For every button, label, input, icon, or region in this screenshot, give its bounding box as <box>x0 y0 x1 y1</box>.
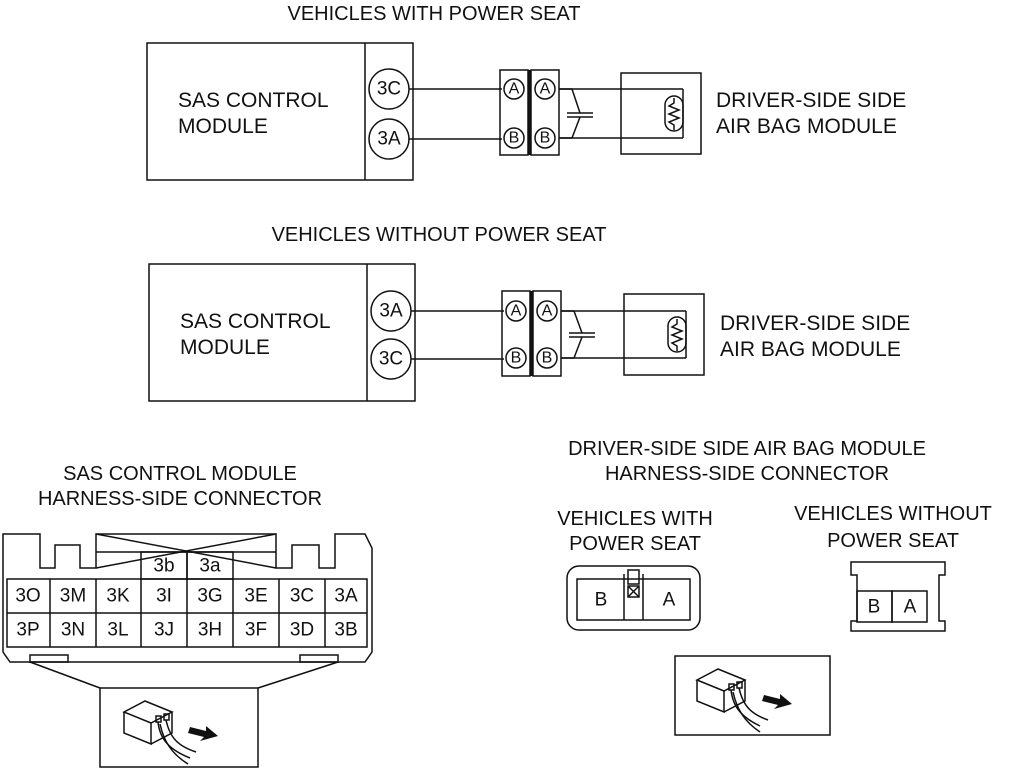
airbag-label-line1: DRIVER-SIDE SIDE <box>720 312 910 335</box>
pin-cell: 3J <box>154 620 174 641</box>
connector-pin: B <box>511 350 522 367</box>
module-pin: 3C <box>377 79 401 100</box>
pin-cell: 3O <box>15 586 40 607</box>
pin-cell: 3F <box>245 620 267 641</box>
squib-icon <box>667 316 687 353</box>
diagram-title: VEHICLES WITHOUT POWER SEAT <box>272 224 607 246</box>
with-power-seat-label-line2: POWER SEAT <box>569 533 701 555</box>
pin-cell: 3H <box>198 620 222 641</box>
connector-pin: A <box>542 303 553 320</box>
connector-without-power-seat <box>850 561 946 632</box>
squib-icon <box>664 95 684 132</box>
pin-cell: 3a <box>199 556 221 577</box>
module-label-line1: SAS CONTROL <box>178 89 329 112</box>
pin-cell: 3M <box>60 586 86 607</box>
pin-cell: 3B <box>334 620 357 641</box>
pin-cell: 3E <box>244 586 267 607</box>
connector-with-power-seat <box>566 565 701 631</box>
airbag-harness-connector: DRIVER-SIDE SIDE AIR BAG MODULE HARNESS-… <box>557 438 992 736</box>
harness-connector-icon <box>695 668 769 733</box>
connector-pin: A <box>540 81 551 98</box>
harness-connector-icon <box>122 700 197 765</box>
airbag-module-box <box>620 72 702 155</box>
connector-title-line2: HARNESS-SIDE CONNECTOR <box>605 463 889 485</box>
pin-cell: 3A <box>334 586 358 607</box>
airbag-label-line2: AIR BAG MODULE <box>716 115 897 138</box>
pin-cell: 3N <box>61 620 85 641</box>
connector-pin: B <box>540 130 551 147</box>
pin-cell: 3L <box>107 620 128 641</box>
pin-cell: A <box>663 590 676 611</box>
connector-title-line1: SAS CONTROL MODULE <box>63 463 297 485</box>
airbag-label-line2: AIR BAG MODULE <box>720 338 901 361</box>
shorting-bar-icon <box>559 88 593 139</box>
arrow-icon <box>762 694 792 709</box>
connector-pin: A <box>511 303 522 320</box>
sas-control-module-box <box>148 263 416 402</box>
airbag-label-line1: DRIVER-SIDE SIDE <box>716 89 906 112</box>
connector-title-line1: DRIVER-SIDE SIDE AIR BAG MODULE <box>568 438 926 460</box>
airbag-module-box <box>623 293 705 376</box>
without-power-seat-label-line2: POWER SEAT <box>827 530 959 552</box>
pin-cell: 3D <box>290 620 314 641</box>
module-pin: 3C <box>379 349 403 370</box>
diagram-with-power-seat: VEHICLES WITH POWER SEAT SAS CONTROL MOD… <box>146 3 906 181</box>
module-label-line2: MODULE <box>180 336 270 359</box>
pin-cell: B <box>868 597 881 618</box>
pin-cell: 3P <box>16 620 39 641</box>
arrow-icon <box>188 726 218 741</box>
intermediate-connector: A B A B <box>501 290 562 377</box>
with-power-seat-label-line1: VEHICLES WITH <box>557 508 713 530</box>
diagram-without-power-seat: VEHICLES WITHOUT POWER SEAT SAS CONTROL … <box>148 224 910 402</box>
without-power-seat-label-line1: VEHICLES WITHOUT <box>794 503 992 525</box>
intermediate-connector: A B A B <box>499 69 560 156</box>
pin-cell: 3I <box>156 586 172 607</box>
pin-cell: B <box>595 590 608 611</box>
shorting-bar-icon <box>561 310 595 359</box>
module-label-line2: MODULE <box>178 115 268 138</box>
module-pin: 3A <box>377 129 401 150</box>
sas-control-module-box <box>146 42 414 181</box>
module-label-line1: SAS CONTROL <box>180 310 331 333</box>
connector-pin: B <box>509 130 520 147</box>
pin-cell: 3K <box>106 586 130 607</box>
module-pin: 3A <box>379 301 403 322</box>
connector-title-line2: HARNESS-SIDE CONNECTOR <box>38 488 322 510</box>
pin-cell: A <box>904 597 917 618</box>
pin-cell: 3C <box>290 586 314 607</box>
view-direction-box <box>674 655 831 736</box>
view-direction-box <box>99 687 259 768</box>
diagram-title: VEHICLES WITH POWER SEAT <box>288 3 581 25</box>
pin-cell: 3G <box>197 586 222 607</box>
connector-pin: B <box>542 350 553 367</box>
sas-harness-connector: SAS CONTROL MODULE HARNESS-SIDE CONNECTO… <box>2 463 373 768</box>
connector-pin: A <box>509 81 520 98</box>
pin-cell: 3b <box>153 556 174 577</box>
